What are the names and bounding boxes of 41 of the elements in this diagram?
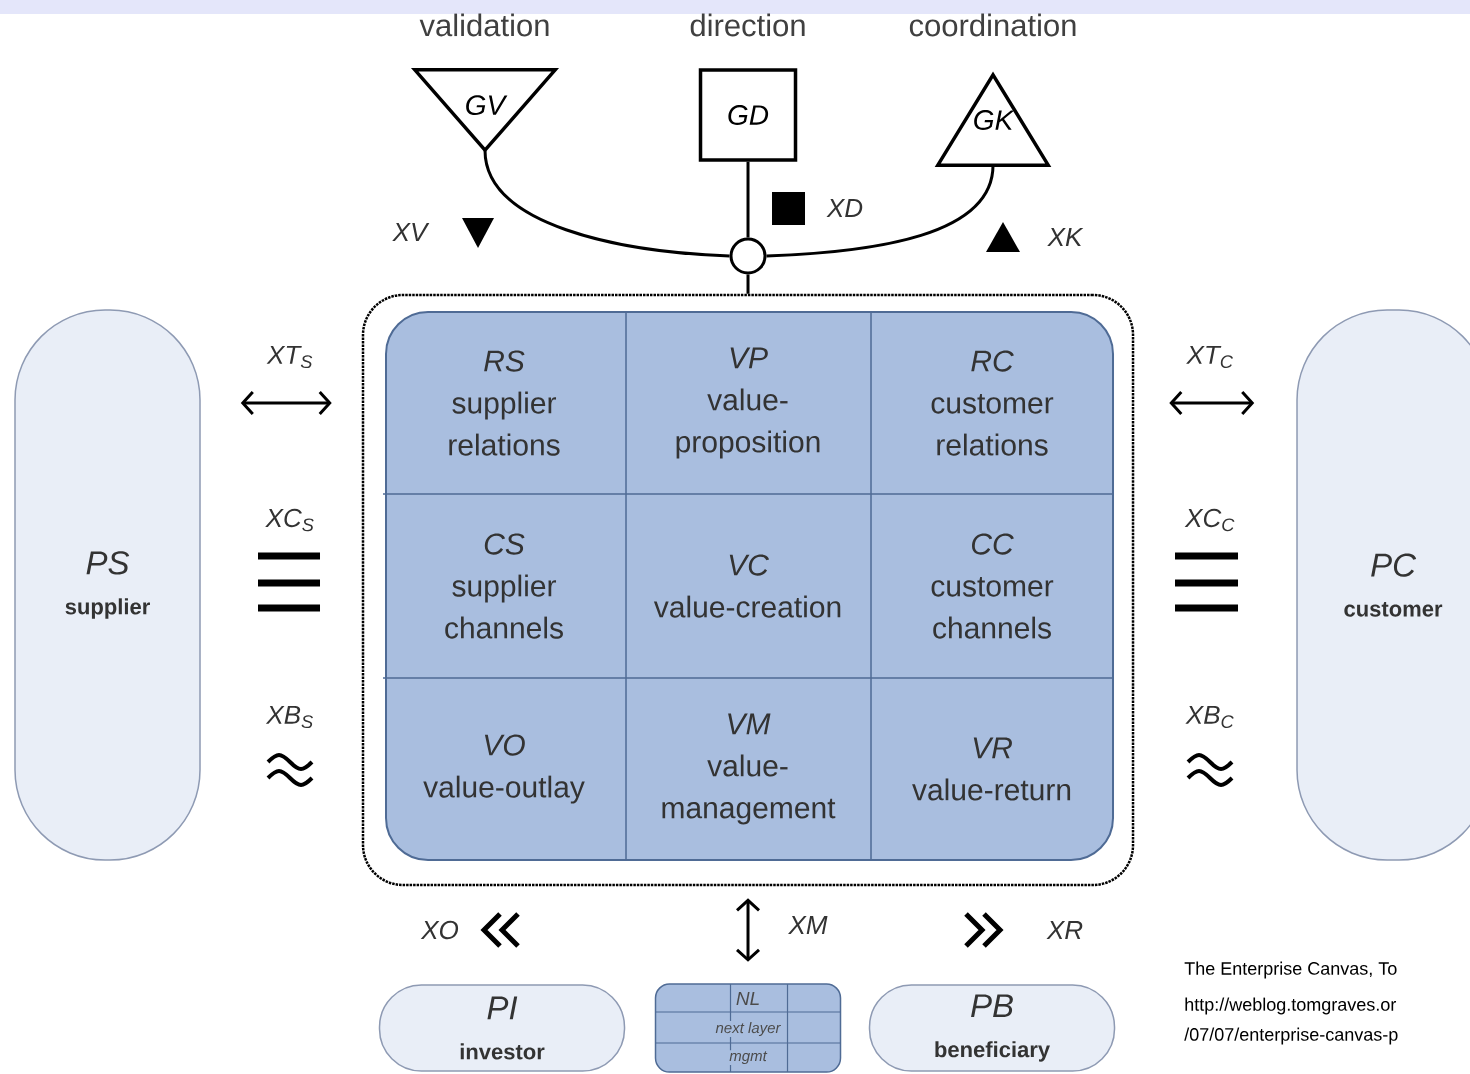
edge-label: XM	[788, 916, 828, 934]
connection-label: XR	[1046, 921, 1083, 939]
connection-label: XO	[420, 920, 459, 940]
edge-label: XT$_{C}$	[1186, 345, 1234, 369]
grid-cell: CS supplier channels	[445, 533, 563, 639]
heading: coordination	[909, 13, 1076, 37]
connector	[736, 898, 760, 962]
source-note: http://weblog.tomgraves.or	[1185, 997, 1396, 1015]
connector	[483, 149, 730, 258]
edge-label: XT$_{S}$	[266, 345, 313, 369]
connection-label: XB$_{C}$	[1185, 705, 1234, 729]
enterprise-boundary	[361, 293, 1135, 887]
grid-cell: VM value-management	[662, 713, 836, 825]
party-pill: PB beneficiary	[868, 984, 1116, 1072]
grid-cell: RC customer relations	[931, 350, 1054, 456]
connector	[766, 165, 995, 258]
next-layer-box: NL next layer mgmt	[654, 983, 842, 1073]
connector	[1169, 391, 1255, 415]
grid-cell: VP value-proposition	[676, 347, 820, 459]
source-note: The Enterprise Canvas, To	[1184, 961, 1397, 979]
grid-cell: VC value-creation	[653, 554, 841, 618]
grid-cell: RS supplier relations	[449, 350, 560, 456]
grid-cell: VR value-return	[912, 737, 1071, 801]
heading: validation	[419, 13, 549, 37]
party-pill: PI investor	[378, 984, 626, 1072]
grid-cell: VO value-outlay	[423, 734, 585, 804]
grid-cell: CC customer channels	[931, 533, 1054, 639]
party-box: PC customer	[1296, 309, 1470, 861]
edge-label: XD	[826, 199, 863, 217]
connection-label: XC$_{C}$	[1184, 508, 1235, 532]
connection-label: XC$_{S}$	[265, 508, 314, 532]
edge-label: XK	[1047, 228, 1084, 246]
edge-label: XV	[392, 223, 430, 241]
source-note: /07/07/enterprise-canvas-p	[1184, 1027, 1398, 1045]
connection-label: XB$_{S}$	[265, 705, 313, 729]
heading: direction	[690, 13, 805, 37]
connector	[240, 391, 332, 415]
junction-circle	[729, 237, 767, 275]
connector	[746, 274, 750, 294]
party-box: PS supplier	[14, 309, 201, 861]
connector	[746, 161, 750, 238]
